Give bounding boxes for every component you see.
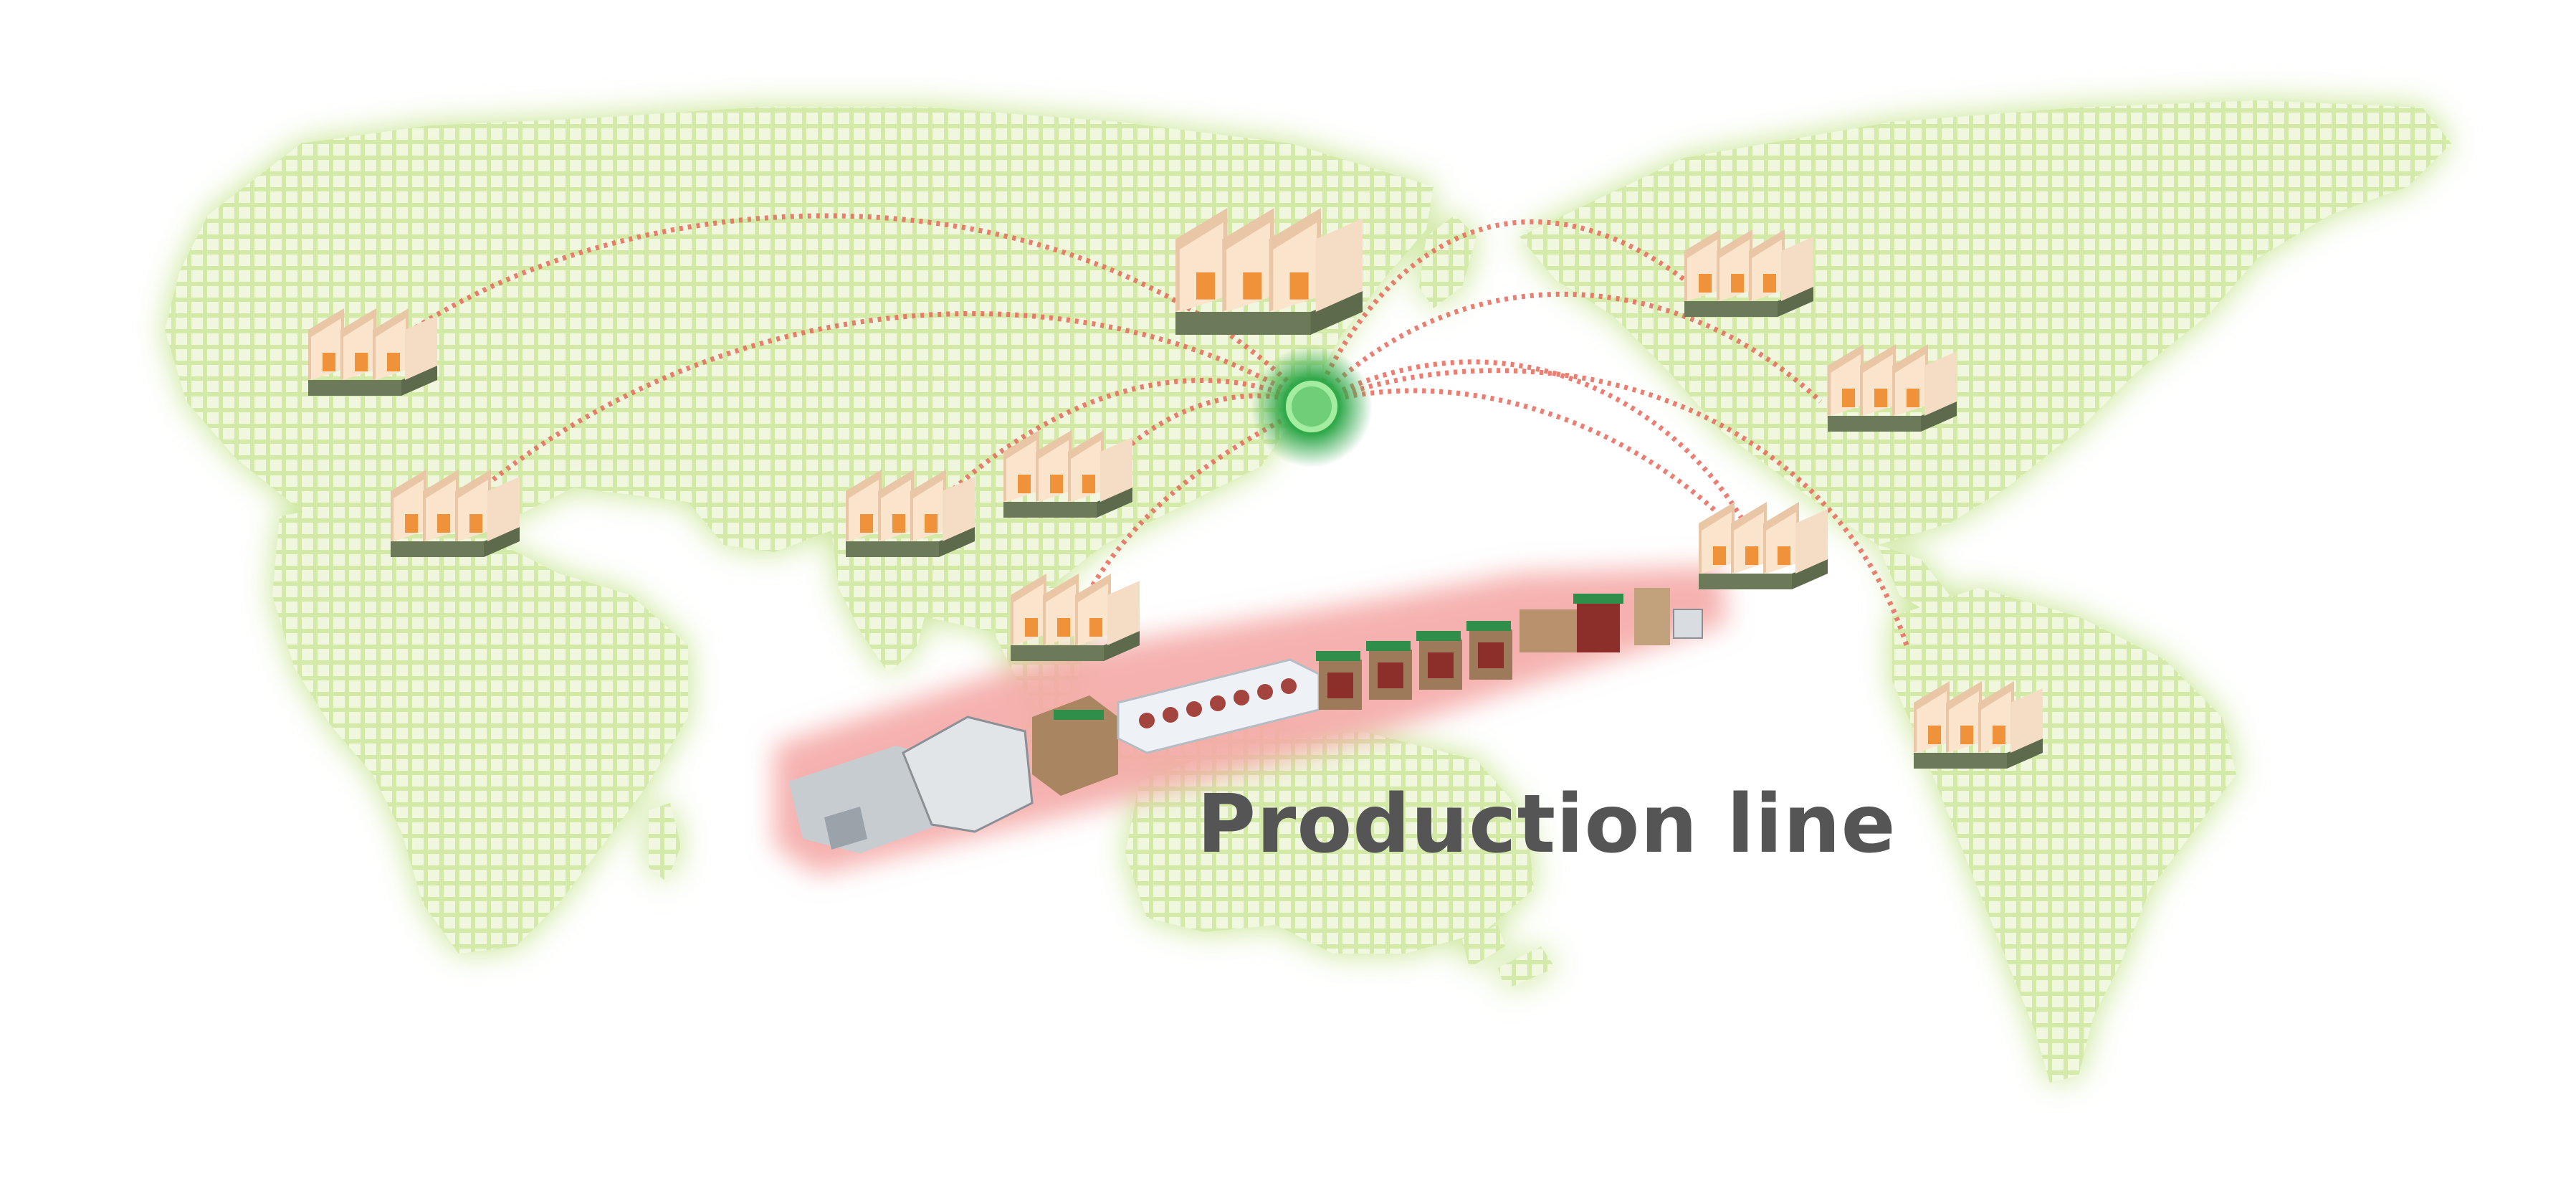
machine-unit [1032, 695, 1118, 796]
factory-icon [1175, 208, 1363, 335]
factory-icon [1003, 430, 1132, 518]
factory-icon [1828, 344, 1957, 432]
roller [1210, 695, 1226, 711]
caption-production-line: Production line [1197, 778, 1897, 871]
roller [1186, 701, 1202, 717]
press-unit [1478, 642, 1504, 668]
machine-block [824, 807, 867, 850]
machine-accent [1054, 710, 1104, 720]
production-line-machinery [788, 588, 1703, 853]
factory-icon [391, 470, 520, 557]
roller [1281, 678, 1297, 694]
machine-accent [1316, 651, 1360, 661]
press-unit [1378, 662, 1403, 688]
machine-unit [1520, 609, 1577, 652]
machine-block [902, 716, 1034, 833]
factory-icon [846, 470, 975, 557]
machine-accent [1366, 641, 1411, 651]
hub-icon [1251, 346, 1373, 467]
machine-accent [1573, 594, 1623, 604]
factory-icon [1011, 574, 1140, 661]
machine-accent [1416, 631, 1461, 641]
roller [1163, 707, 1178, 723]
machine-unit [1634, 588, 1670, 645]
machine-accent [1466, 621, 1511, 631]
factory-icon [308, 308, 437, 396]
factory-icon [1684, 229, 1813, 317]
factory-icon [1699, 502, 1828, 589]
machine-unit [1577, 602, 1620, 652]
roller [1257, 684, 1273, 700]
factory-icon [1914, 681, 2043, 769]
roller [1234, 690, 1249, 705]
machine-unit [1673, 609, 1703, 639]
roller [1139, 713, 1155, 728]
press-unit [1327, 673, 1353, 698]
press-unit [1428, 652, 1454, 678]
factories [308, 208, 2043, 769]
